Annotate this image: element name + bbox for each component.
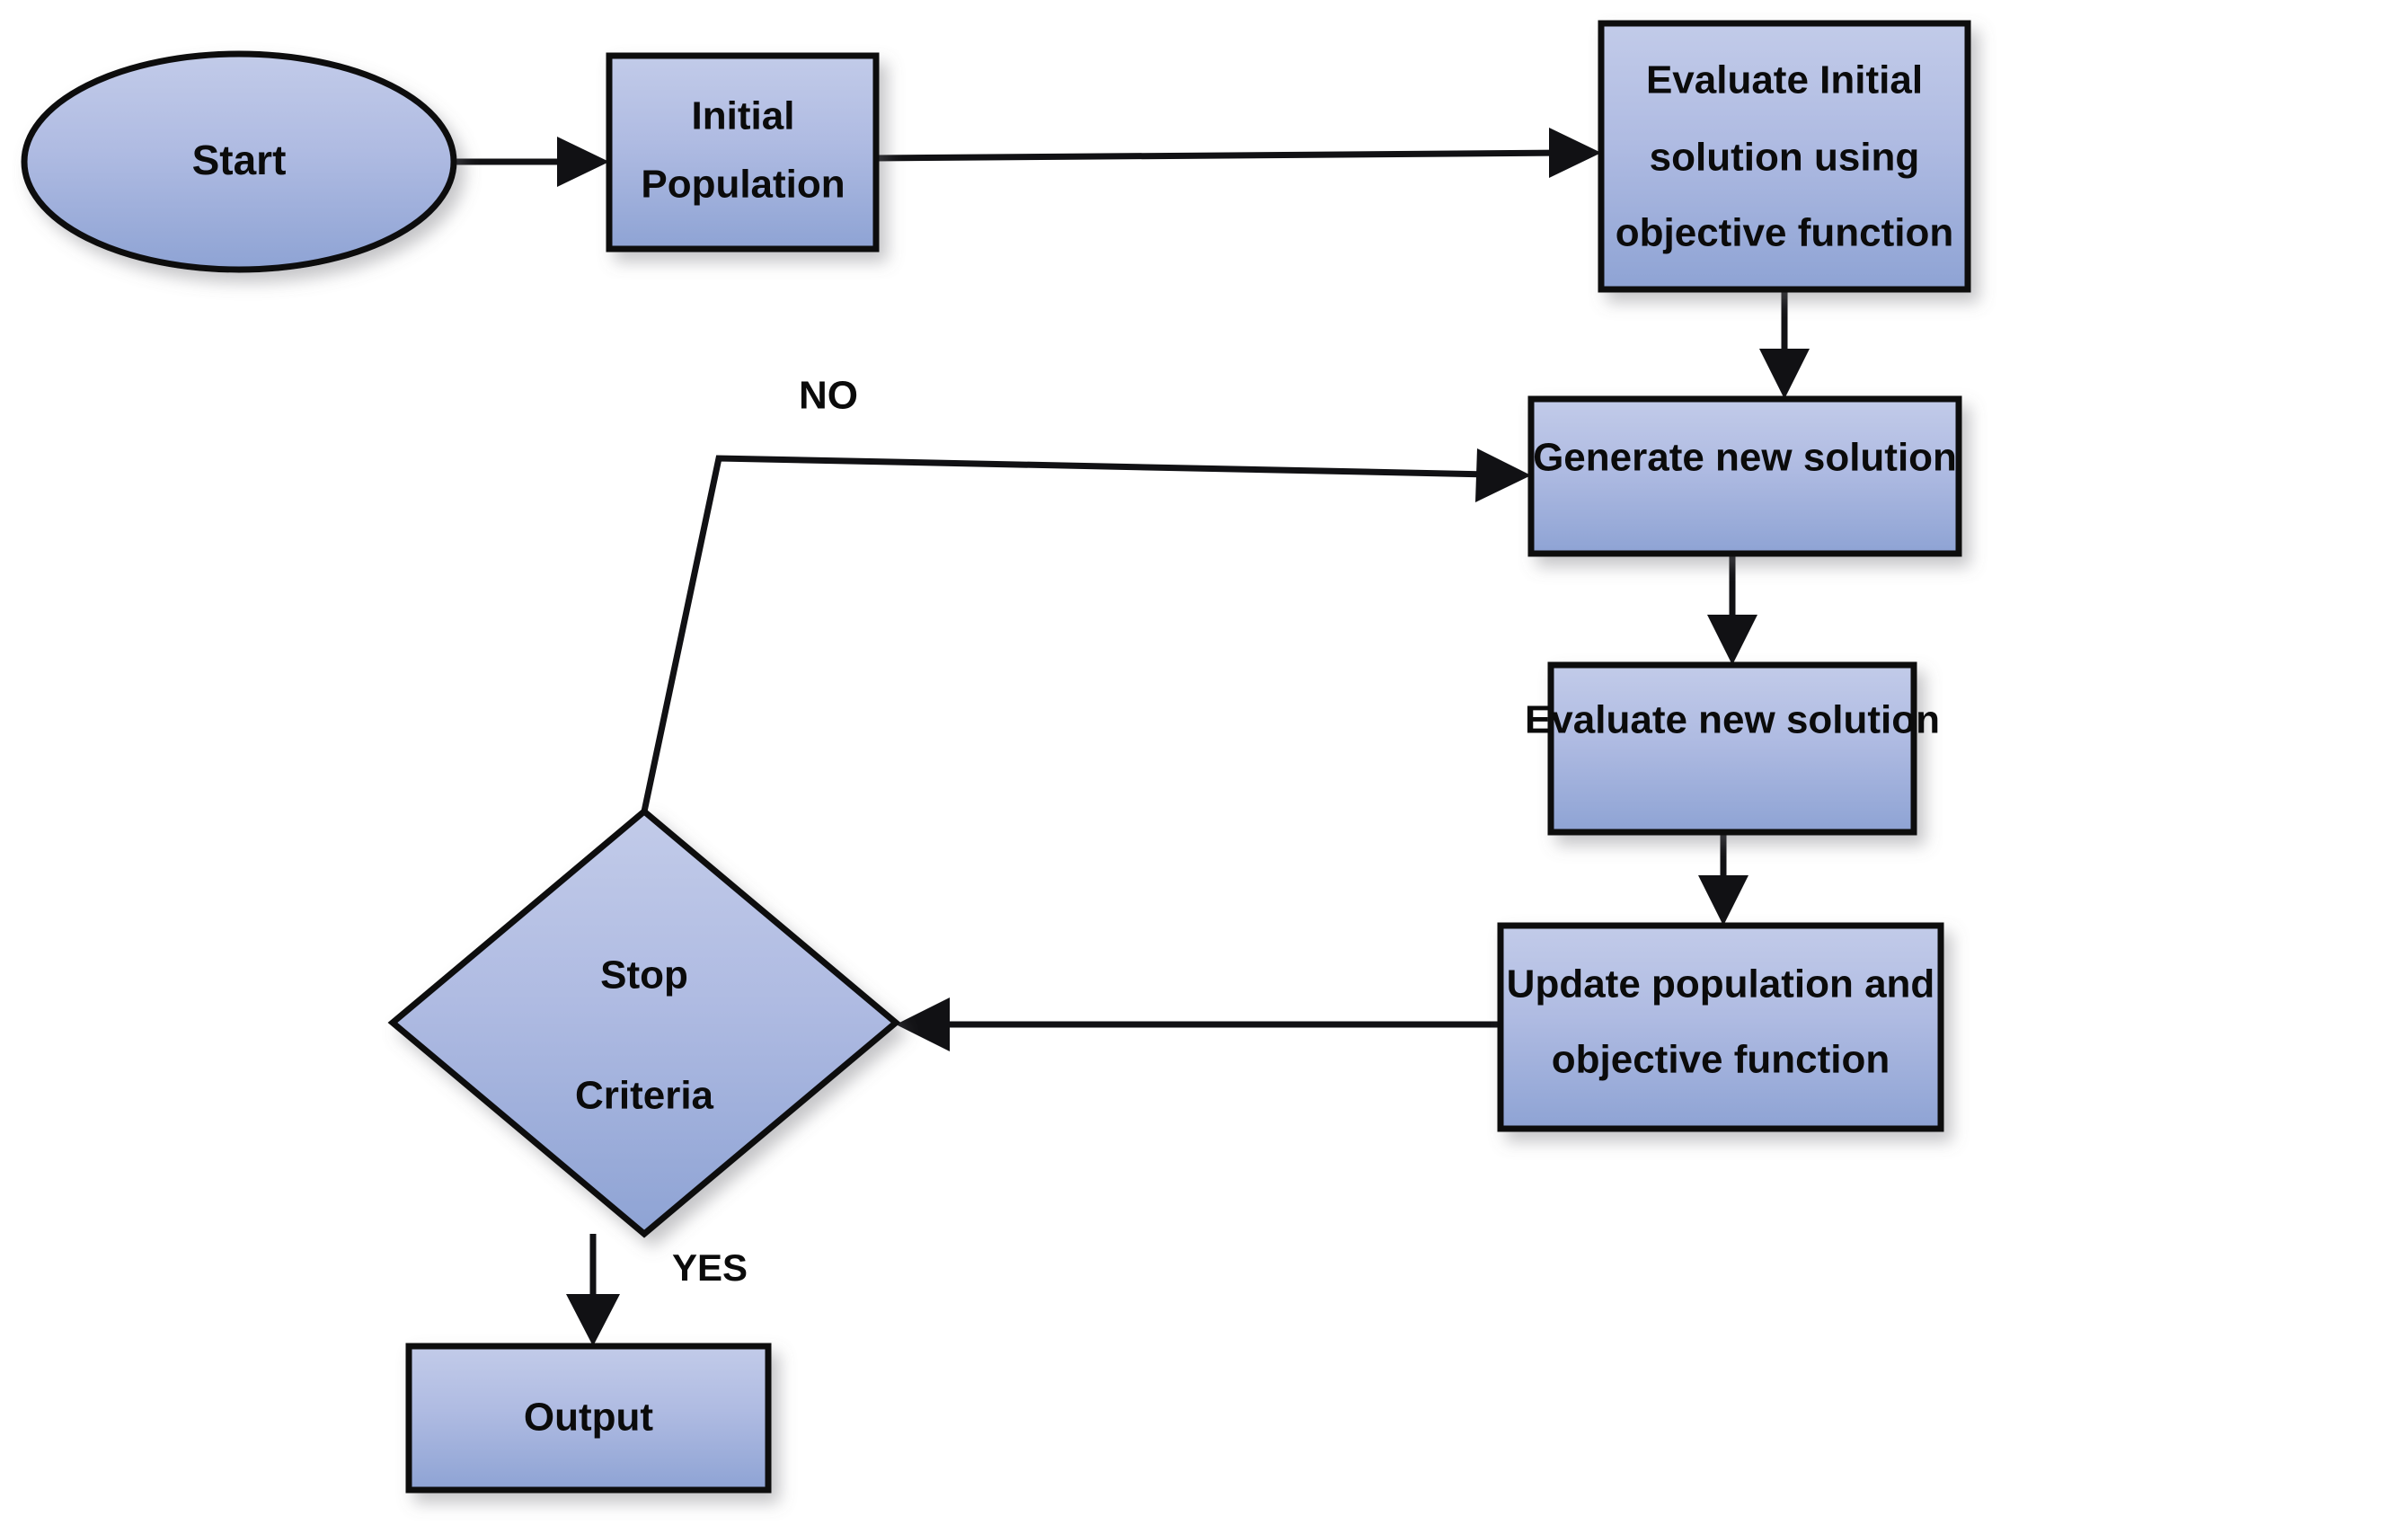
- node-label-stop-criteria-line1: Stop: [600, 953, 688, 997]
- evaluate-new-rect-shape: [1547, 661, 1917, 836]
- edge-label-no: NO: [799, 374, 858, 418]
- node-evaluate-new-solution[interactable]: Evaluate new solution: [1525, 661, 1940, 836]
- output-rect-shape: [405, 1343, 772, 1494]
- node-label-evaluate-initial-line3: objective function: [1616, 211, 1953, 255]
- arrow-head-icon: [1549, 128, 1601, 178]
- evaluate-initial-rect-shape: [1598, 20, 1971, 293]
- arrow-head-icon: [1475, 448, 1531, 502]
- node-label-evaluate-new-solution: Evaluate new solution: [1525, 698, 1940, 742]
- arrow-head-icon: [1759, 349, 1810, 399]
- connector-evaluate-new-to-update-population: [1698, 832, 1748, 926]
- connector-stop-criteria-no-to-generate-new: [641, 448, 1531, 812]
- node-generate-new-solution[interactable]: Generate new solution: [1527, 395, 1962, 557]
- arrow-head-icon: [557, 137, 609, 187]
- node-evaluate-initial-solution[interactable]: Evaluate Initial solution using objectiv…: [1598, 20, 1971, 293]
- node-label-evaluate-initial-line2: solution using: [1650, 136, 1920, 180]
- node-label-initial-population-line1: Initial: [692, 94, 795, 138]
- node-output[interactable]: Output: [405, 1343, 772, 1494]
- arrow-head-icon: [896, 997, 950, 1051]
- node-initial-population[interactable]: Initial Population: [606, 52, 880, 253]
- node-label-update-population-line1: Update population and: [1507, 962, 1935, 1006]
- stop-criteria-diamond-shape: [387, 807, 901, 1238]
- arrow-head-icon: [1698, 875, 1748, 926]
- node-label-evaluate-initial-line1: Evaluate Initial: [1646, 58, 1923, 102]
- connector-evaluate-initial-to-generate-new: [1759, 289, 1810, 399]
- node-update-population[interactable]: Update population and objective function: [1497, 922, 1944, 1132]
- arrow-head-icon: [1707, 615, 1757, 665]
- node-label-initial-population-line2: Population: [641, 163, 845, 207]
- connector-stop-criteria-yes-to-output: [566, 1234, 620, 1346]
- connector-initial-population-to-evaluate-initial: [875, 128, 1601, 178]
- edge-label-yes: YES: [672, 1246, 748, 1289]
- connector-update-population-to-stop-criteria: [896, 997, 1501, 1051]
- node-start[interactable]: Start: [21, 50, 457, 273]
- node-stop-criteria[interactable]: Stop Criteria: [387, 807, 901, 1238]
- node-label-start: Start: [192, 137, 287, 183]
- update-population-rect-shape: [1497, 922, 1944, 1132]
- arrow-head-icon: [566, 1294, 620, 1346]
- node-label-stop-criteria-line2: Criteria: [575, 1074, 714, 1118]
- node-label-generate-new-solution: Generate new solution: [1533, 436, 1957, 480]
- initial-population-rect-shape: [606, 52, 880, 253]
- connector-generate-new-to-evaluate-new: [1707, 554, 1757, 665]
- node-label-update-population-line2: objective function: [1552, 1038, 1890, 1082]
- generate-new-rect-shape: [1527, 395, 1962, 557]
- node-label-output: Output: [524, 1396, 654, 1440]
- connector-start-to-initial-population: [449, 137, 609, 187]
- start-ellipse-shape: [21, 50, 457, 273]
